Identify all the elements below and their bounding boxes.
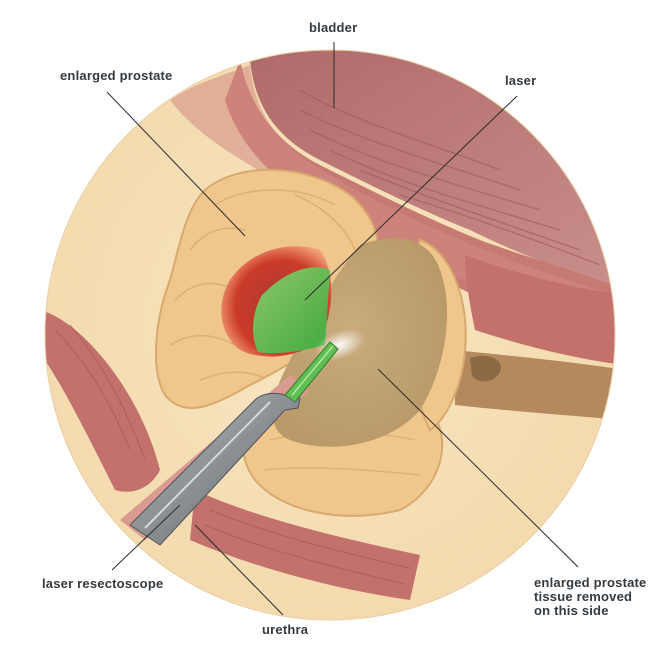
laser-beam xyxy=(253,267,330,354)
left-muscle-fibers xyxy=(54,324,146,461)
bladder-folds xyxy=(299,89,601,266)
urethra-lumen xyxy=(470,355,501,382)
label-laser-resectoscope: laser resectoscope xyxy=(42,576,164,591)
label-bladder: bladder xyxy=(309,20,358,35)
bottom-muscle xyxy=(190,490,420,600)
laser-resectoscope xyxy=(129,392,301,546)
label-laser: laser xyxy=(505,73,537,88)
leader-laser xyxy=(304,95,518,301)
bottom-muscle-fibers xyxy=(204,509,411,585)
leader-lines xyxy=(106,42,579,616)
label-tissue-removed: enlarged prostate tissue removed on this… xyxy=(534,575,647,618)
fiber-highlight xyxy=(291,345,334,396)
leader-tissue-removed xyxy=(377,368,579,568)
leader-laser-resectoscope xyxy=(111,504,181,571)
scope-highlight xyxy=(144,401,271,529)
label-enlarged-prostate: enlarged prostate xyxy=(60,68,173,83)
leader-urethra xyxy=(194,524,284,616)
left-muscle xyxy=(45,310,160,492)
right-muscle xyxy=(465,255,615,365)
label-urethra: urethra xyxy=(262,622,309,637)
leader-enlarged-prostate xyxy=(106,91,246,237)
view-circle xyxy=(44,49,616,621)
